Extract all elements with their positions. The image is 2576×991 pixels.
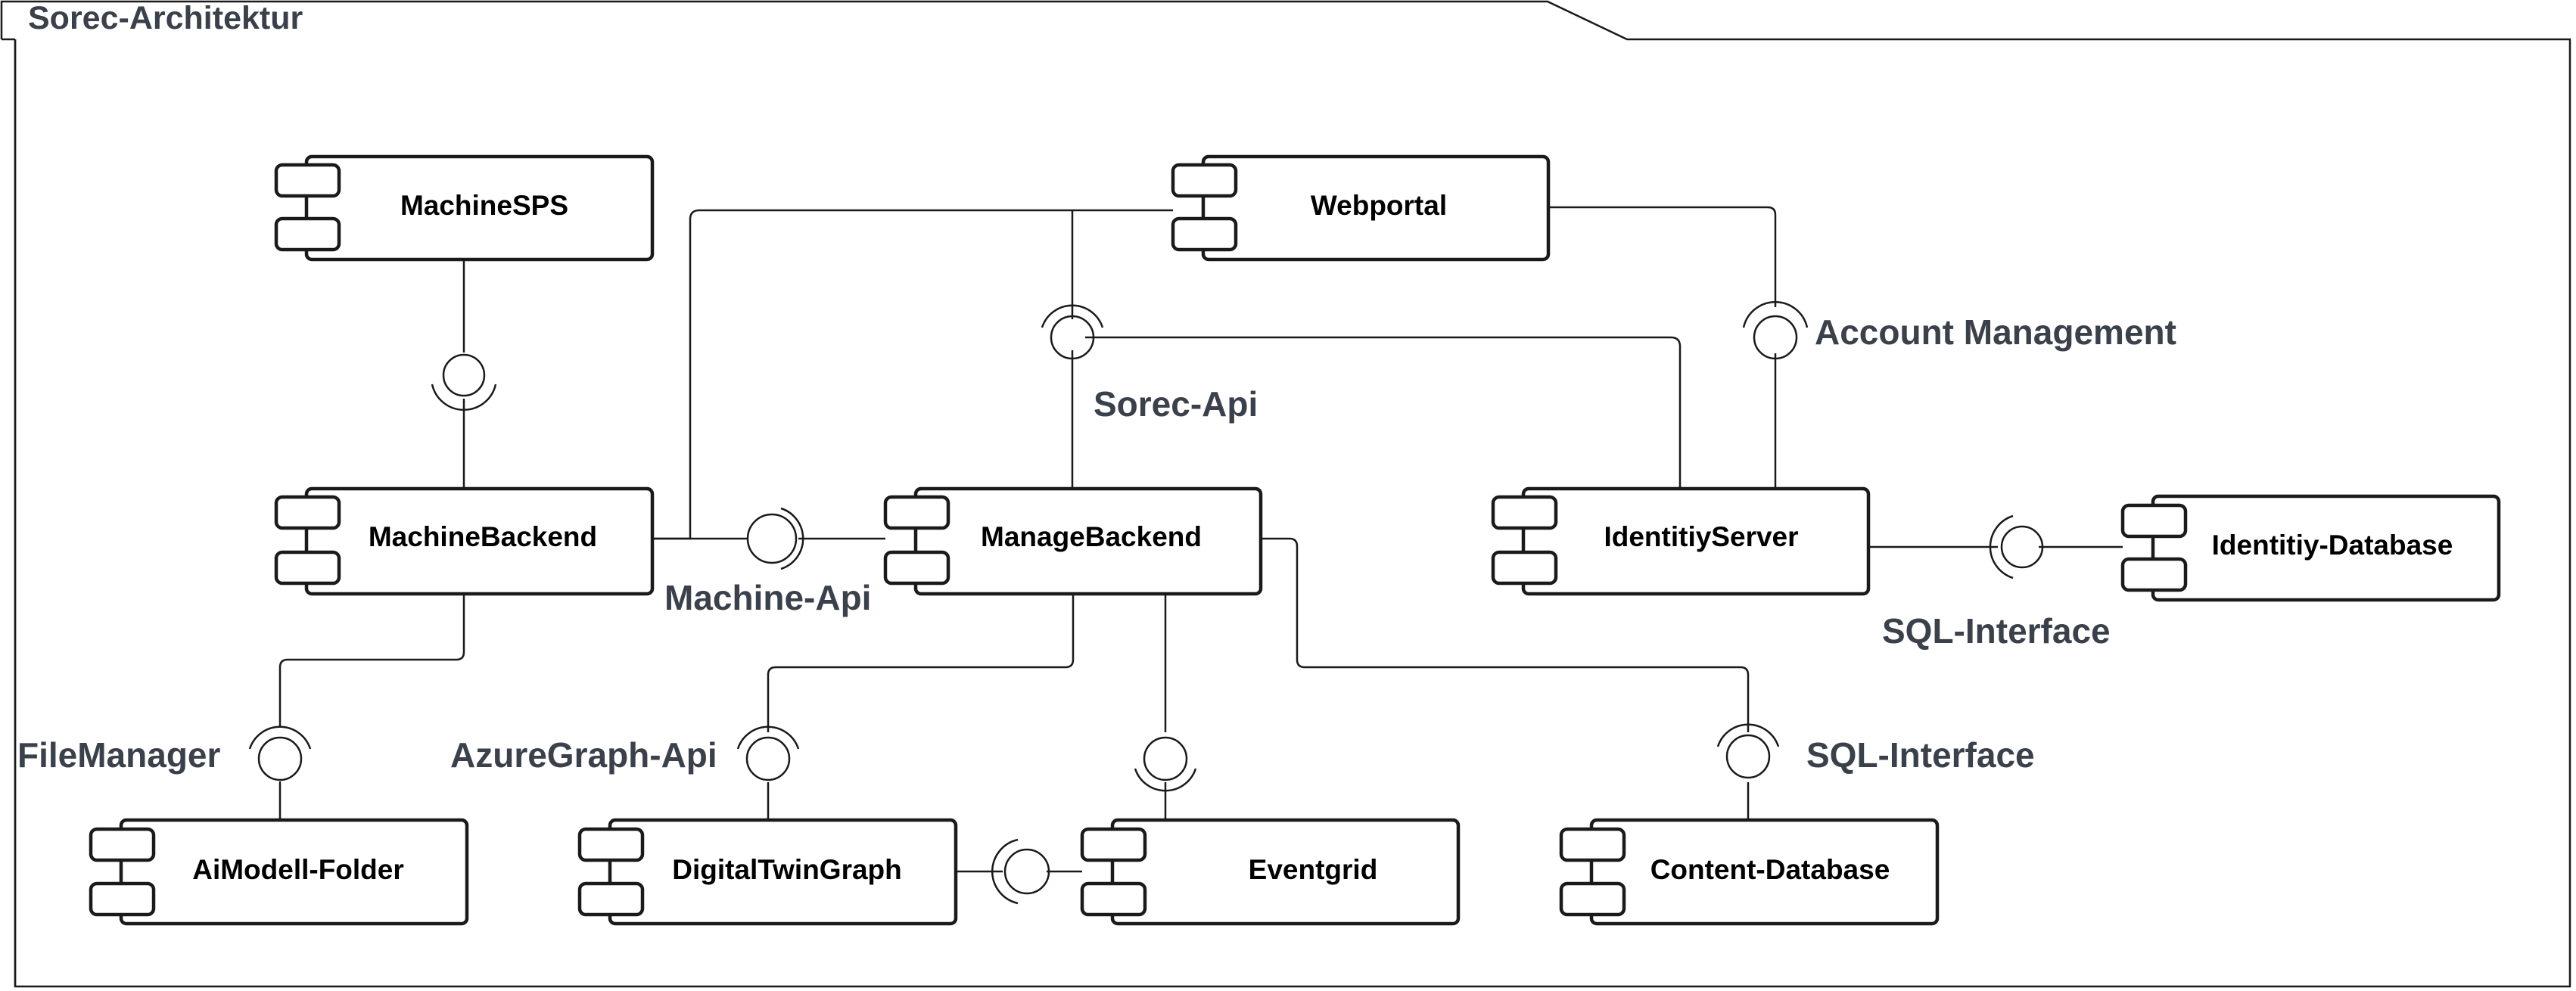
package-title: Sorec-Architektur <box>28 0 303 36</box>
interface-twin-eventgrid <box>991 838 1050 905</box>
component-machine-backend[interactable]: MachineBackend <box>274 486 655 596</box>
component-label: MachineBackend <box>369 521 597 552</box>
component-identity-database[interactable]: Identitiy-Database <box>2120 494 2501 602</box>
component-label: AiModell-Folder <box>192 854 404 885</box>
interface-eventgrid <box>1134 736 1197 792</box>
component-label: Eventgrid <box>1249 854 1378 885</box>
label-azure-graph-api: AzureGraph-Api <box>450 735 717 775</box>
component-machine-sps[interactable]: MachineSPS <box>274 154 655 262</box>
component-label: DigitalTwinGraph <box>672 854 902 885</box>
interface-machine-api <box>746 507 804 570</box>
component-label: Webportal <box>1311 190 1447 221</box>
component-manage-backend[interactable]: ManageBackend <box>883 486 1263 596</box>
interface-sql-identity <box>1989 514 2044 579</box>
component-webportal[interactable]: Webportal <box>1171 154 1551 262</box>
component-digital-twin-graph[interactable]: DigitalTwinGraph <box>577 818 958 926</box>
connectors <box>278 206 2123 873</box>
label-sorec-api: Sorec-Api <box>1094 384 1258 424</box>
label-account-management: Account Management <box>1815 312 2176 352</box>
component-label: IdentitiyServer <box>1604 521 1798 552</box>
component-aimodell-folder[interactable]: AiModell-Folder <box>89 818 469 926</box>
interface-account-management <box>1742 300 1809 360</box>
interface-sql-content <box>1716 723 1780 779</box>
component-label: MachineSPS <box>400 190 568 221</box>
label-machine-api: Machine-Api <box>664 578 871 617</box>
interface-sorec-api <box>1041 304 1104 360</box>
label-file-manager: FileManager <box>17 735 221 775</box>
component-content-database[interactable]: Content-Database <box>1559 818 1940 926</box>
component-label: Content-Database <box>1650 854 1890 885</box>
component-eventgrid[interactable]: Eventgrid <box>1080 818 1461 926</box>
interface-azure-graph-api <box>736 725 800 781</box>
interface-sps-ball-socket <box>431 353 497 412</box>
interfaces: Sorec-Api Account Management Machine-Api… <box>17 300 2176 905</box>
interface-file-manager <box>248 725 312 781</box>
component-label: ManageBackend <box>981 521 1202 552</box>
label-sql-interface-content: SQL-Interface <box>1806 735 2035 775</box>
component-label: Identitiy-Database <box>2212 530 2453 561</box>
label-sql-interface-identity: SQL-Interface <box>1882 611 2111 651</box>
component-identity-server[interactable]: IdentitiyServer <box>1491 486 1871 596</box>
